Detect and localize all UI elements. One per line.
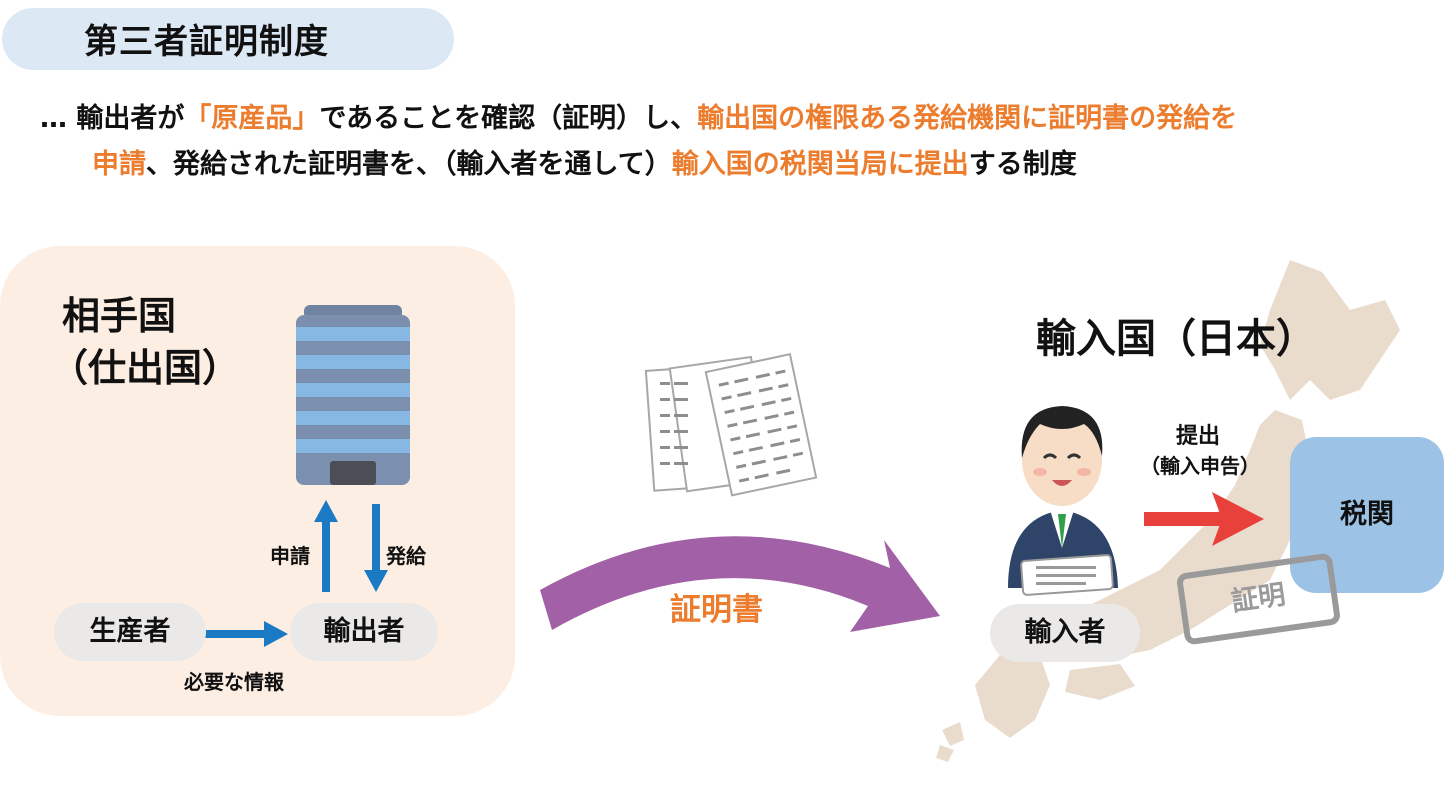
desc-highlight: 「原産品」	[184, 103, 320, 134]
japan-map-icon	[936, 260, 1400, 762]
issue-label: 発給	[386, 544, 426, 568]
submit-label: 提出	[1176, 424, 1221, 449]
title-pill	[2, 8, 454, 70]
desc-highlight: 輸入国の税関当局に提出	[671, 149, 969, 180]
documents-icon	[644, 353, 818, 497]
desc-text: する制度	[968, 149, 1077, 180]
desc-text: 、発給された証明書を、（輸入者を通して）	[146, 149, 672, 180]
customs-node: 税関	[1290, 437, 1444, 593]
desc-highlight: 申請	[92, 149, 146, 180]
certificate-label: 証明書	[670, 592, 763, 628]
ellipsis: …	[40, 103, 77, 134]
info-label: 必要な情報	[184, 670, 284, 694]
flow-arrows	[204, 500, 388, 647]
producer-node: 生産者	[54, 603, 206, 661]
desc-text: 輸出者が	[76, 103, 185, 134]
description-line-2: 申請、発給された証明書を、（輸入者を通して）輸入国の税関当局に提出する制度	[40, 142, 1440, 188]
submit-sub-label: （輸入申告）	[1140, 454, 1260, 478]
description-line-1: … 輸出者が「原産品」であることを確認（証明）し、輸出国の権限ある発給機関に証明…	[40, 96, 1440, 142]
importing-country-title: 輸入国（日本）	[1036, 316, 1316, 362]
importer-person-icon	[1008, 406, 1118, 596]
desc-text: であることを確認（証明）し、	[319, 103, 698, 134]
desc-highlight: 輸出国の権限ある発給機関に証明書の発給を	[697, 103, 1238, 134]
submit-arrow-icon	[1144, 492, 1264, 546]
page-title: 第三者証明制度	[84, 22, 329, 62]
apply-label: 申請	[270, 544, 310, 568]
exporting-country-sub: （仕出国）	[50, 346, 241, 390]
exporting-country-label: 相手国 （仕出国）	[50, 290, 240, 394]
curved-arrow-icon	[540, 536, 940, 632]
building-icon	[296, 305, 410, 485]
description: … 輸出者が「原産品」であることを確認（証明）し、輸出国の権限ある発給機関に証明…	[40, 96, 1440, 188]
exporter-node: 輸出者	[290, 603, 438, 661]
importer-node: 輸入者	[990, 604, 1140, 662]
exporting-country-name: 相手国	[62, 294, 177, 338]
